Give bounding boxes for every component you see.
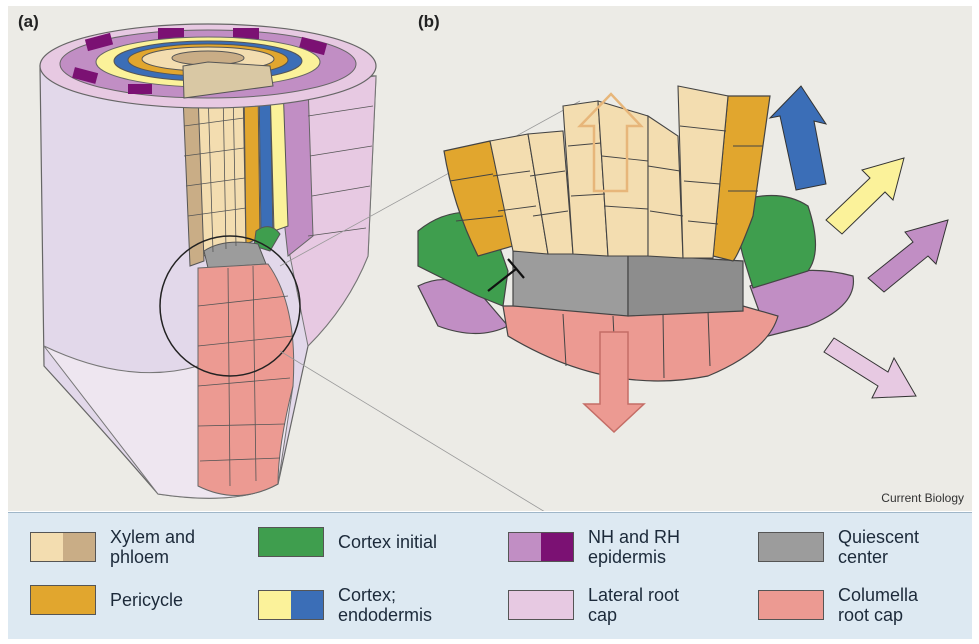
stem-cell-niche-illustration	[418, 86, 948, 432]
legend-label: Columella root cap	[838, 585, 918, 625]
legend-item: NH and RH epidermis	[508, 527, 680, 567]
legend: Xylem and phloem Cortex initial NH and RH …	[8, 512, 972, 639]
legend-swatch	[758, 532, 824, 562]
root-diagram	[8, 6, 972, 511]
legend-item: Quiescent center	[758, 527, 919, 567]
legend-label: Pericycle	[110, 590, 183, 610]
legend-item: Pericycle	[30, 585, 183, 615]
legend-swatch	[258, 590, 324, 620]
legend-swatch	[508, 532, 574, 562]
legend-item: Lateral root cap	[508, 585, 679, 625]
legend-item: Cortex initial	[258, 527, 437, 557]
legend-swatch	[258, 527, 324, 557]
legend-label: Cortex; endodermis	[338, 585, 432, 625]
legend-item: Xylem and phloem	[30, 527, 195, 567]
legend-label: Lateral root cap	[588, 585, 679, 625]
legend-swatch	[30, 585, 96, 615]
legend-label: Cortex initial	[338, 532, 437, 552]
diagram-area: (a) (b) Current Biology	[8, 6, 972, 511]
panel-label-a: (a)	[18, 12, 39, 32]
legend-swatch	[758, 590, 824, 620]
credit-text: Current Biology	[881, 491, 964, 505]
legend-label: NH and RH epidermis	[588, 527, 680, 567]
legend-swatch	[30, 532, 96, 562]
legend-item: Columella root cap	[758, 585, 918, 625]
legend-label: Quiescent center	[838, 527, 919, 567]
legend-swatch	[508, 590, 574, 620]
legend-item: Cortex; endodermis	[258, 585, 432, 625]
legend-label: Xylem and phloem	[110, 527, 195, 567]
panel-label-b: (b)	[418, 12, 440, 32]
